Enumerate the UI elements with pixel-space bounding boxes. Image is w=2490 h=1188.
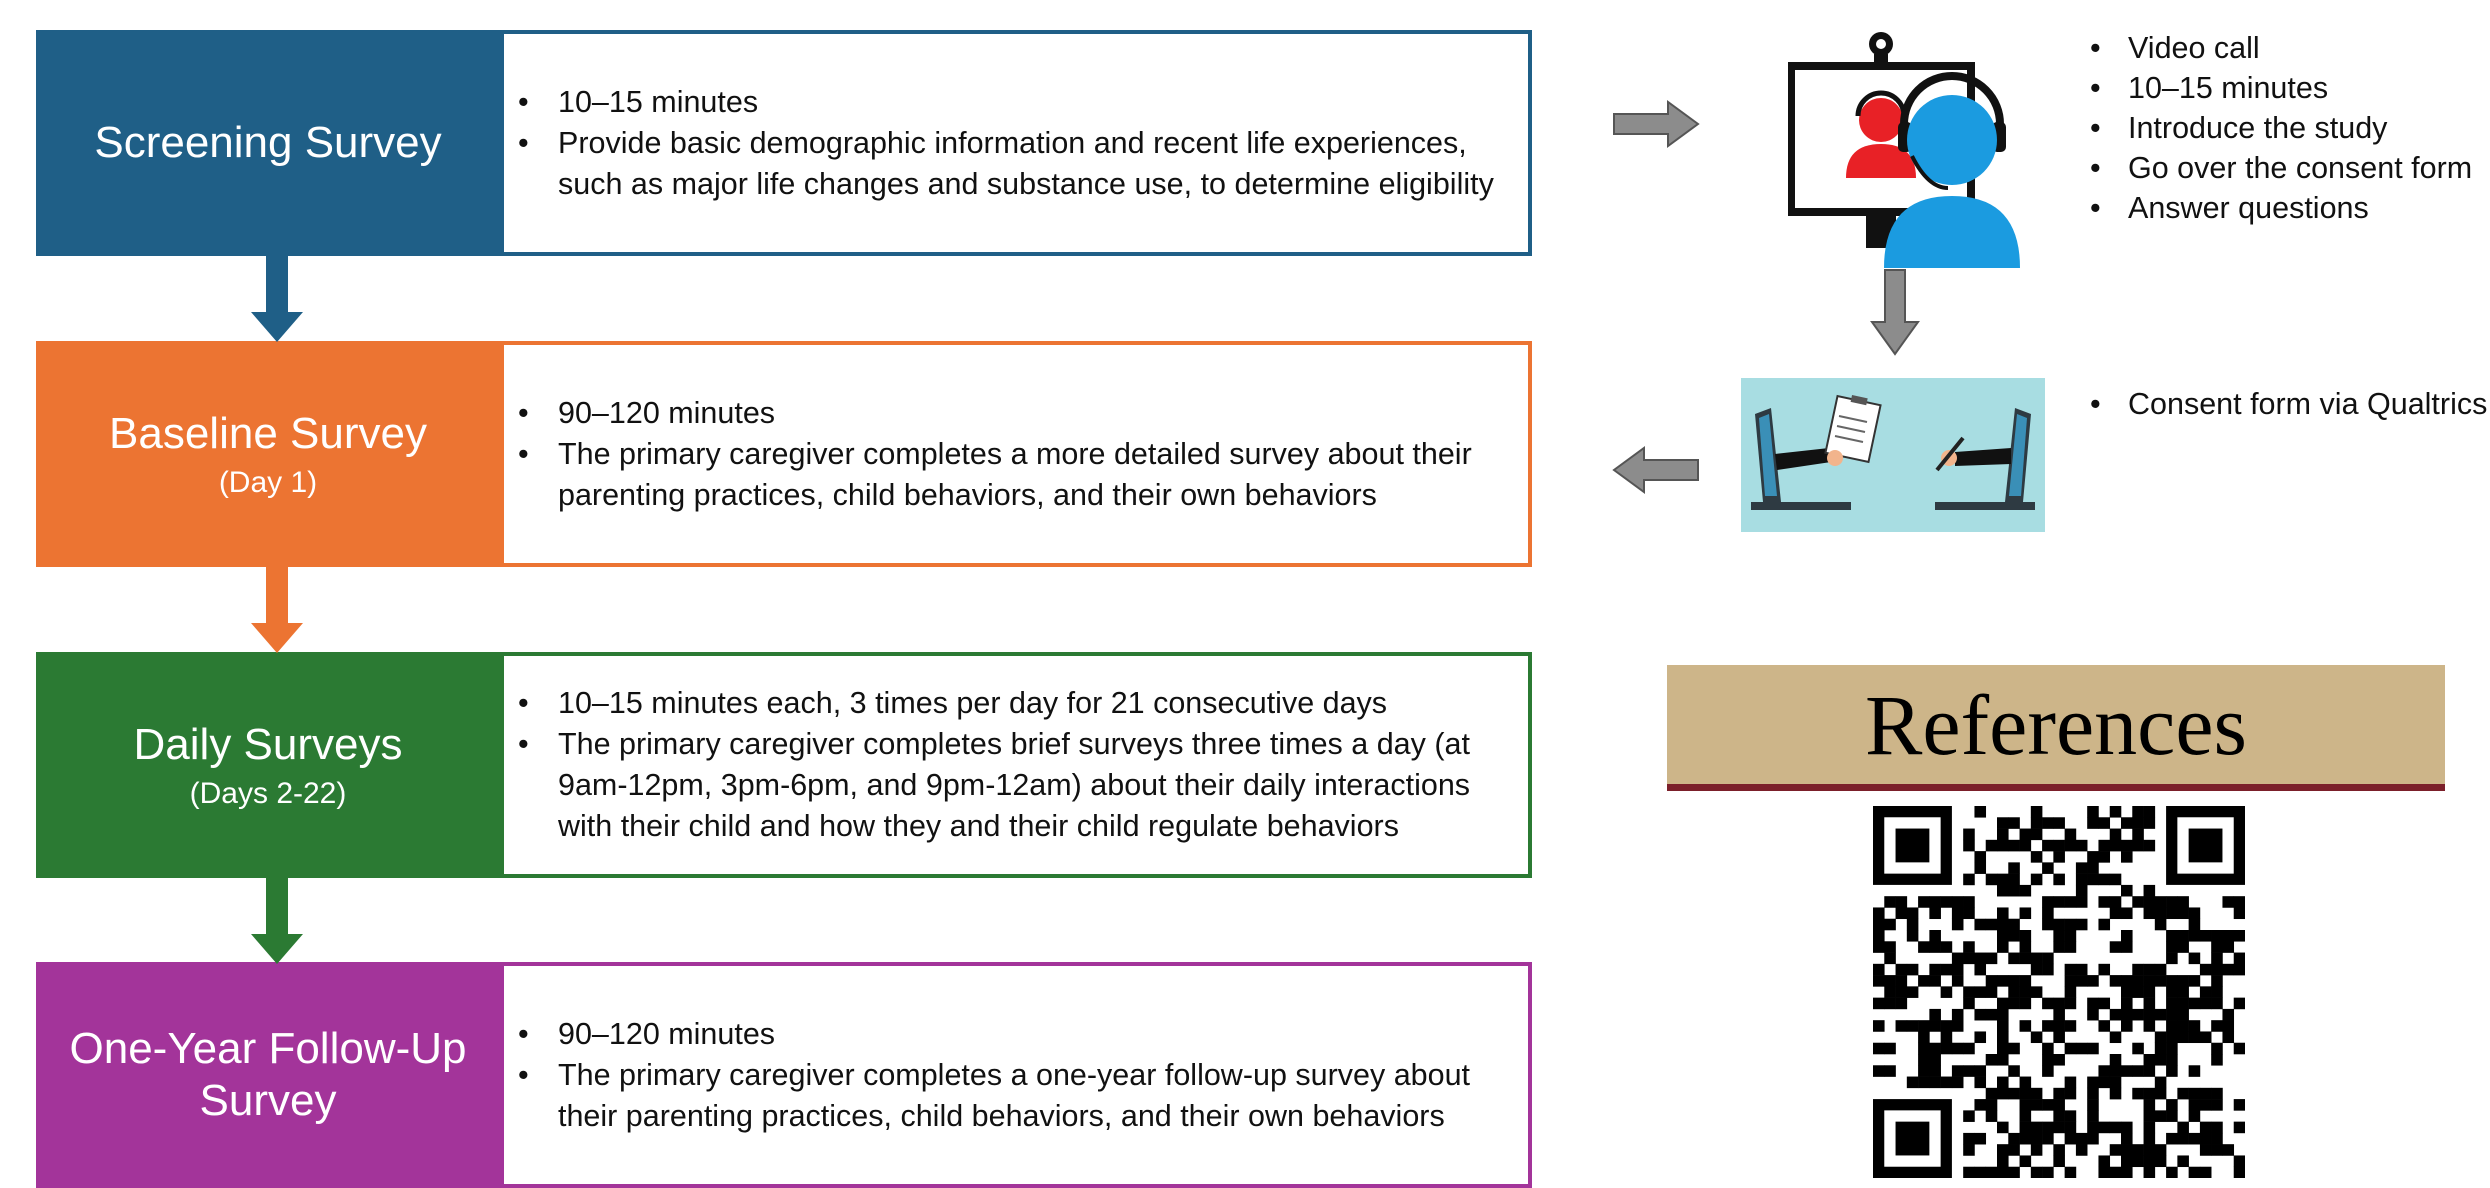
stage-screening-description: 10–15 minutes Provide basic demographic … bbox=[500, 30, 1532, 256]
down-arrow-icon bbox=[251, 567, 303, 653]
stage-daily-subtitle: (Days 2-22) bbox=[189, 776, 347, 810]
right-arrow-icon bbox=[1613, 100, 1700, 148]
stage-screening-bullet: 10–15 minutes bbox=[518, 82, 1528, 123]
left-arrow-icon bbox=[1612, 446, 1699, 494]
stage-daily-title: Daily Surveys bbox=[133, 720, 403, 770]
video-call-details: Video call 10–15 minutes Introduce the s… bbox=[2078, 28, 2472, 228]
qr-code-icon[interactable] bbox=[1873, 806, 2245, 1178]
stage-daily-description: 10–15 minutes each, 3 times per day for … bbox=[500, 652, 1532, 878]
video-call-icon bbox=[1788, 32, 2020, 268]
down-arrow-icon bbox=[251, 878, 303, 964]
stage-baseline: Baseline Survey (Day 1) 90–120 minutes T… bbox=[36, 341, 1532, 567]
online-consent-icon bbox=[1741, 378, 2045, 532]
video-call-bullet: Video call bbox=[2090, 28, 2472, 68]
video-call-bullet: Go over the consent form bbox=[2090, 148, 2472, 188]
stage-baseline-bullet: The primary caregiver completes a more d… bbox=[518, 434, 1528, 516]
stage-followup-description: 90–120 minutes The primary caregiver com… bbox=[500, 962, 1532, 1188]
video-call-bullet: Introduce the study bbox=[2090, 108, 2472, 148]
stage-baseline-subtitle: (Day 1) bbox=[218, 465, 318, 499]
stage-daily-bullet: 10–15 minutes each, 3 times per day for … bbox=[518, 683, 1528, 724]
stage-daily-box: Daily Surveys (Days 2-22) bbox=[36, 652, 500, 878]
stage-baseline-title: Baseline Survey bbox=[109, 409, 427, 459]
video-call-bullet: Answer questions bbox=[2090, 188, 2472, 228]
consent-bullet: Consent form via Qualtrics bbox=[2090, 384, 2487, 424]
stage-followup: One-Year Follow-Up Survey 90–120 minutes… bbox=[36, 962, 1532, 1188]
stage-screening-bullet: Provide basic demographic information an… bbox=[518, 123, 1528, 205]
stage-screening-title: Screening Survey bbox=[94, 118, 442, 168]
stage-daily-bullet: The primary caregiver completes brief su… bbox=[518, 724, 1528, 847]
stage-screening: Screening Survey 10–15 minutes Provide b… bbox=[36, 30, 1532, 256]
stage-followup-box: One-Year Follow-Up Survey bbox=[36, 962, 500, 1188]
references-banner: References bbox=[1667, 665, 2445, 791]
stage-baseline-bullet: 90–120 minutes bbox=[518, 393, 1528, 434]
down-arrow-icon bbox=[1870, 269, 1920, 356]
stage-screening-box: Screening Survey bbox=[36, 30, 500, 256]
consent-details: Consent form via Qualtrics bbox=[2078, 384, 2487, 424]
stage-baseline-box: Baseline Survey (Day 1) bbox=[36, 341, 500, 567]
stage-followup-bullet: 90–120 minutes bbox=[518, 1014, 1528, 1055]
stage-baseline-description: 90–120 minutes The primary caregiver com… bbox=[500, 341, 1532, 567]
references-title: References bbox=[1865, 676, 2247, 773]
stage-followup-title-line2: Survey bbox=[199, 1076, 337, 1125]
stage-daily: Daily Surveys (Days 2-22) 10–15 minutes … bbox=[36, 652, 1532, 878]
down-arrow-icon bbox=[251, 256, 303, 342]
stage-followup-title-line1: One-Year Follow-Up bbox=[69, 1024, 467, 1074]
stage-followup-bullet: The primary caregiver completes a one-ye… bbox=[518, 1055, 1528, 1137]
video-call-bullet: 10–15 minutes bbox=[2090, 68, 2472, 108]
